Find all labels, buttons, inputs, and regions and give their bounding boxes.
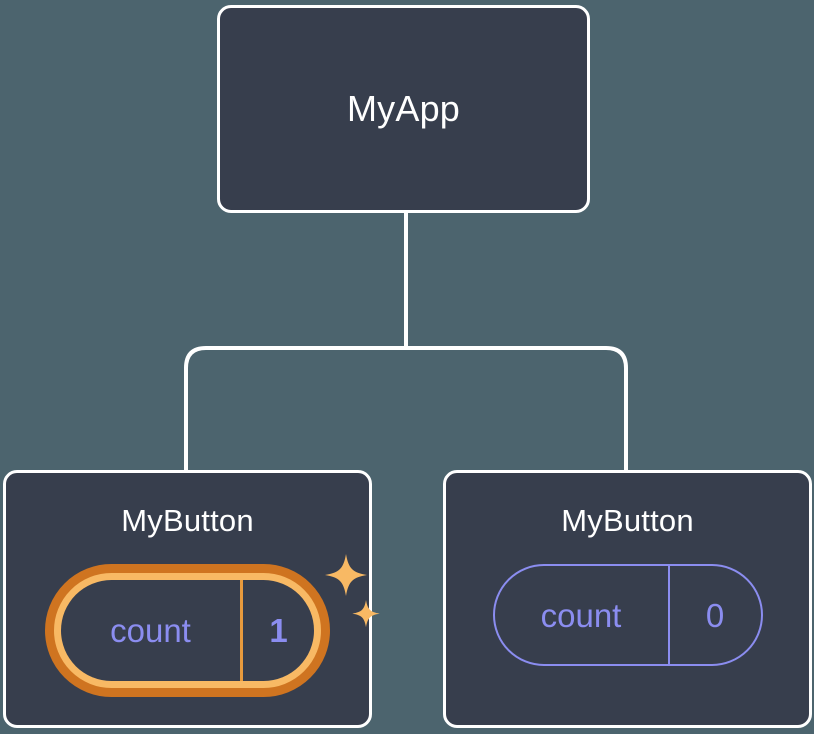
state-value-label: 0 (705, 596, 725, 634)
state-pill[interactable]: count 0 (492, 564, 763, 666)
state-pill-wrapper: count 1 (45, 554, 380, 697)
state-key-label: count (61, 580, 243, 681)
state-key-label: count (495, 566, 670, 664)
sparkles-group (325, 554, 380, 628)
tree-node-mybutton-highlighted[interactable]: MyButton count 1 (3, 470, 380, 728)
edge-branch-to-children (184, 346, 628, 472)
tree-node-mybutton[interactable]: MyButton count 0 (443, 470, 812, 728)
node-title: MyButton (121, 503, 254, 538)
node-title: MyApp (346, 88, 461, 129)
tree-node-root[interactable]: MyApp (217, 5, 590, 213)
sparkle-small-icon (352, 600, 380, 628)
state-value-label: 1 (269, 612, 288, 649)
sparkle-large-icon (325, 554, 367, 596)
node-title: MyButton (561, 503, 694, 538)
state-pill-inner: count 1 (61, 580, 314, 681)
state-pill-highlighted[interactable]: count 1 (45, 564, 330, 697)
state-pill-wrapper: count 0 (492, 564, 763, 666)
